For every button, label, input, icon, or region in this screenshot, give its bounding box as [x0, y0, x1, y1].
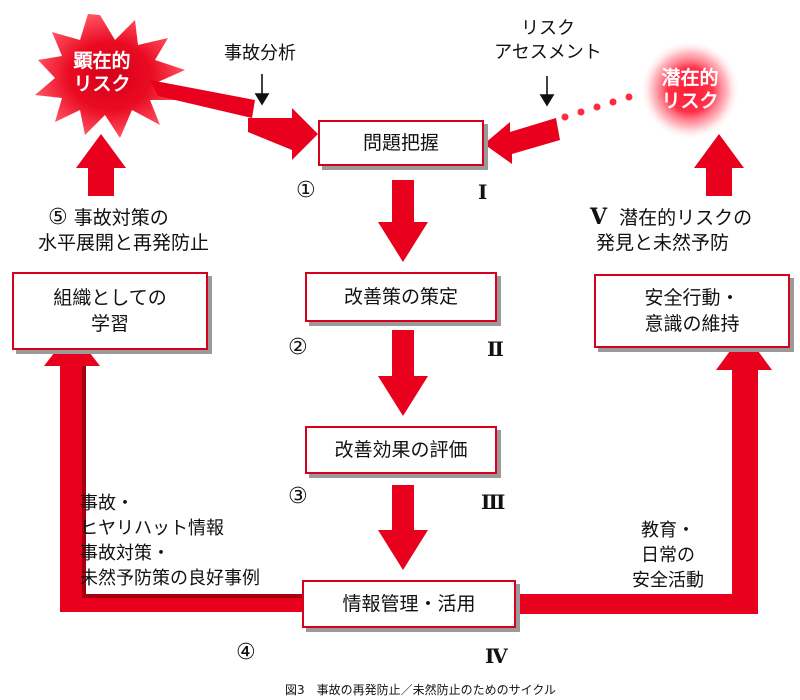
education-text: 教育・ 日常の 安全活動 [632, 520, 704, 591]
safety-to-latent-arrow [694, 134, 744, 196]
step-5-roman: Ⅴ [590, 204, 608, 230]
step-box-problem: 問題把握 [318, 120, 484, 166]
step-arrow-2 [378, 330, 428, 416]
step-3-number: ③ [288, 484, 308, 509]
latent-risk-glow [640, 40, 740, 140]
step-arrow-3 [378, 485, 428, 570]
step-2-number: ② [288, 335, 308, 360]
manifest-risk-label: 顕在的 リスク [73, 50, 131, 95]
safety-box: 安全行動・ 意識の維持 [594, 274, 790, 348]
accident-analysis-arrow [254, 74, 270, 106]
left-branch-note: ⑤ 事故対策の 水平展開と再発防止 [38, 205, 210, 254]
step-1-roman: Ⅰ [478, 180, 488, 204]
left-loop-arrow [44, 330, 304, 612]
right-loop-arrow [516, 332, 772, 614]
accident-analysis-label: 事故分析 [224, 43, 296, 64]
manifest-risk-burst [35, 14, 185, 138]
latent-risk-dots [561, 93, 633, 121]
step-2-roman: Ⅱ [487, 337, 504, 361]
step-box-info: 情報管理・活用 [302, 580, 516, 628]
incident-info-text: 事故・ ヒヤリハット情報 事故対策・ 未然予防策の良好事例 [80, 493, 260, 589]
latent-risk-label: 潜在的 リスク [661, 67, 719, 112]
step-arrow-1 [378, 180, 428, 262]
right-branch-note: Ⅴ 潜在的リスクの 発見と未然予防 [590, 204, 753, 255]
learning-box: 組織としての 学習 [12, 272, 208, 350]
step-arrows [378, 180, 428, 570]
manifest-risk-wedge [150, 80, 255, 118]
step-4-number: ④ [236, 640, 256, 665]
analysis-to-problem-arrow [248, 108, 318, 160]
risk-assessment-arrow [539, 76, 555, 107]
step-box-evaluate: 改善効果の評価 [305, 426, 497, 474]
step-1-number: ① [296, 178, 316, 203]
step-4-roman: Ⅳ [485, 644, 508, 668]
step-3-roman: Ⅲ [481, 490, 506, 514]
step-5-number: ⑤ [48, 205, 68, 230]
risk-assessment-label: リスク アセスメント [494, 18, 602, 63]
learning-to-manifest-arrow [76, 134, 126, 196]
step-box-plan: 改善策の策定 [305, 272, 497, 322]
figure-caption: 図3 事故の再発防止／未然防止のためのサイクル [285, 683, 557, 697]
assessment-to-problem-arrow [484, 118, 560, 164]
